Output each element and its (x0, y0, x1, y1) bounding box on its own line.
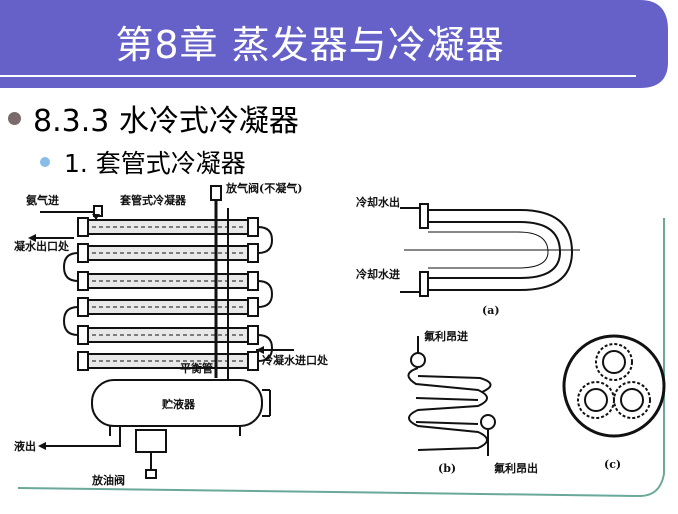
label-freon-in: 氟利昂进 (424, 329, 468, 343)
label-ammonia-in: 氨气进 (26, 193, 59, 207)
label-condenser-name: 套管式冷凝器 (120, 193, 187, 207)
bullet-level1: 8.3.3 水冷式冷凝器 (8, 96, 299, 140)
double-pipe-condenser-diagram (30, 185, 294, 479)
bullet-dot-icon (40, 157, 50, 167)
label-freon-out: 氟利昂出 (494, 461, 538, 475)
bullet-text-section: 8.3.3 水冷式冷凝器 (33, 104, 299, 139)
caption-c: (c) (604, 458, 621, 471)
hairpin-condenser-diagram-a (400, 203, 580, 297)
bullet-level2: 1. 套管式冷凝器 (40, 144, 246, 180)
bullet-text-subsection: 1. 套管式冷凝器 (64, 149, 246, 178)
label-vent-valve: 放气阀(不凝气) (225, 181, 302, 195)
label-cooling-water-in: 冷却水进 (356, 267, 400, 281)
label-receiver: 贮液器 (161, 397, 196, 411)
condenser-figure: 氨气进 套管式冷凝器 放气阀(不凝气) 凝水出口处 冷凝水进口处 平衡管 贮液器… (14, 181, 666, 498)
label-balance-pipe: 平衡管 (180, 361, 213, 375)
caption-b: (b) (438, 462, 456, 475)
label-water-in: 冷凝水进口处 (262, 353, 329, 367)
flow-arrow-icons (28, 214, 264, 450)
title-banner (0, 0, 668, 88)
shell-cross-section-diagram-c (562, 334, 666, 438)
coil-condenser-diagram-b (407, 336, 496, 456)
slide-title: 第8章 蒸发器与冷凝器 (115, 23, 505, 67)
caption-a: (a) (482, 304, 500, 317)
label-water-out: 凝水出口处 (14, 239, 70, 253)
label-liquid-out: 液出 (14, 439, 36, 453)
bullet-dot-icon (8, 111, 21, 125)
label-cooling-water-out: 冷却水出 (356, 195, 400, 209)
label-oil-valve: 放油阀 (91, 473, 125, 487)
